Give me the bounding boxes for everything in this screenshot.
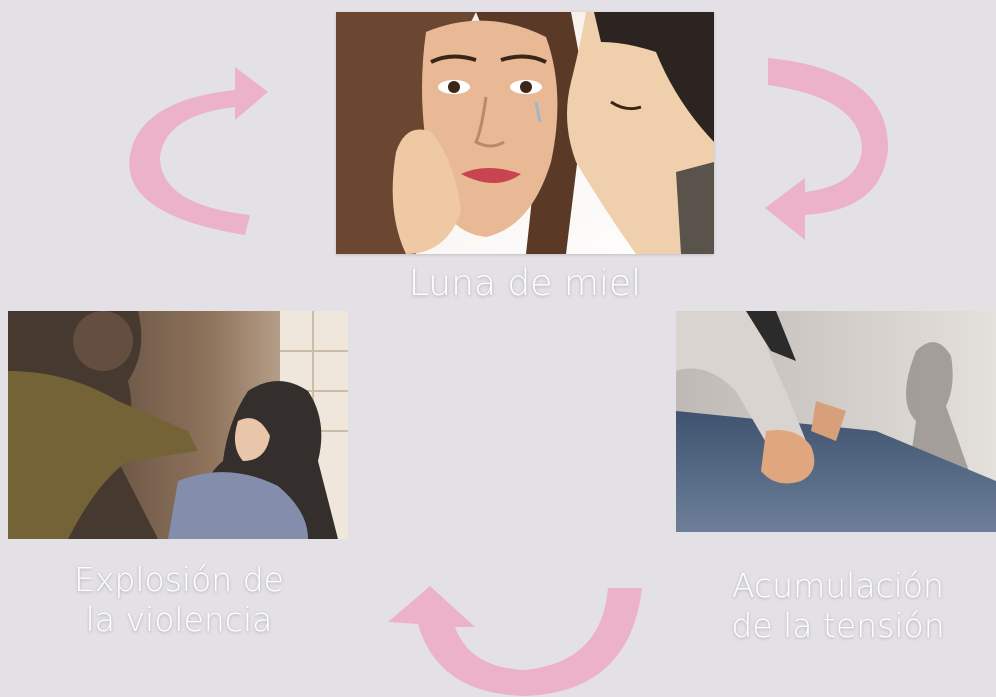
honeymoon-label: Luna de miel: [408, 263, 642, 304]
explosion-label-line1: Explosión de: [74, 560, 284, 599]
explosion-label: Explosión de la violencia: [20, 560, 338, 641]
curved-arrow-icon: [129, 67, 268, 235]
curved-arrow-icon: [388, 586, 642, 696]
tension-label-line2: de la tensión: [731, 606, 945, 646]
tension-label: Acumulación de la tensión: [688, 566, 988, 647]
curved-arrow-icon: [765, 58, 889, 240]
tension-label-line1: Acumulación: [732, 566, 944, 605]
explosion-label-line2: la violencia: [85, 600, 273, 640]
honeymoon-illustration: [336, 12, 714, 254]
tension-illustration: [676, 311, 996, 532]
violence-explosion-illustration: [8, 311, 348, 539]
